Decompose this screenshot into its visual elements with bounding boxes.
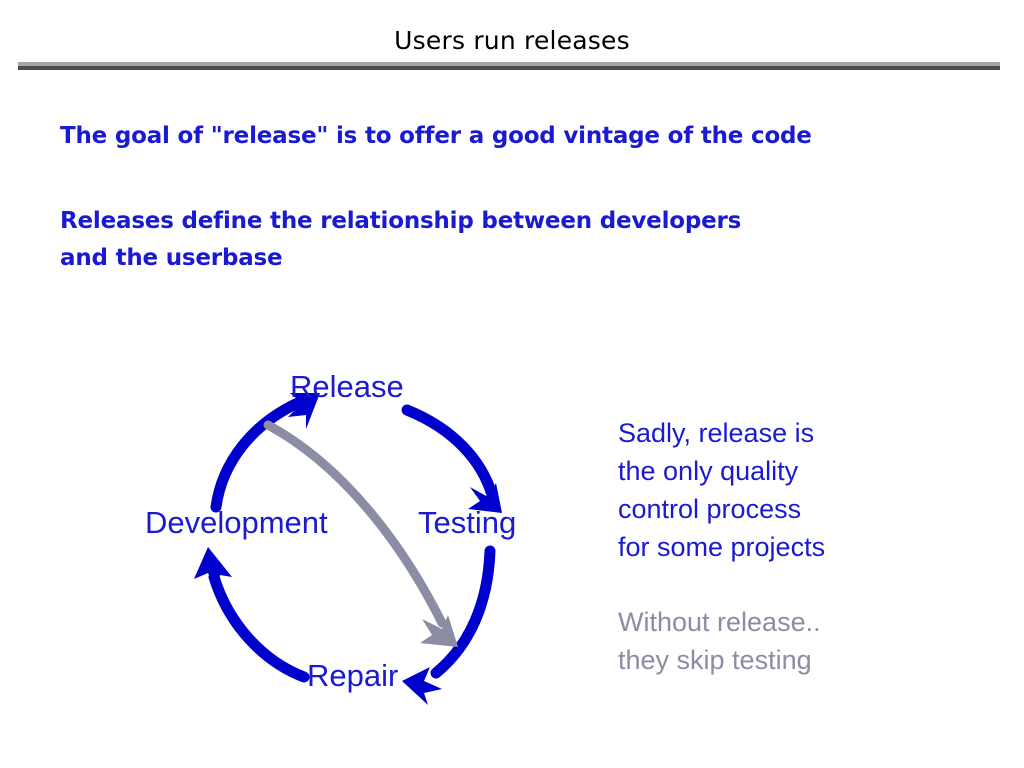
title-divider: [18, 62, 1000, 70]
note-without-release-skip-testing: Without release.. they skip testing: [618, 607, 821, 675]
divider-shadow: [18, 66, 1000, 70]
bullet-goal-of-release: The goal of "release" is to offer a good…: [60, 123, 812, 149]
page-title: Users run releases: [394, 26, 630, 55]
cycle-arrows-graphic: [194, 393, 502, 705]
release-cycle-diagram: Release Testing Repair Development: [130, 355, 570, 725]
arrow-release-to-repair-shortcut: [263, 420, 458, 647]
cycle-node-development: Development: [145, 505, 328, 540]
arrow-release-to-testing: [401, 404, 502, 513]
cycle-node-repair: Repair: [307, 658, 399, 693]
cycle-node-release: Release: [290, 369, 404, 404]
divider-highlight: [18, 62, 1000, 66]
bullet-releases-define-relationship: Releases define the relationship between…: [60, 208, 742, 271]
arrow-repair-to-development: [194, 547, 310, 683]
cycle-node-testing: Testing: [418, 505, 517, 540]
note-release-is-only-qc: Sadly, release is the only quality contr…: [618, 418, 826, 562]
arrow-development-to-release: [210, 393, 320, 513]
arrow-testing-to-repair: [402, 545, 496, 705]
